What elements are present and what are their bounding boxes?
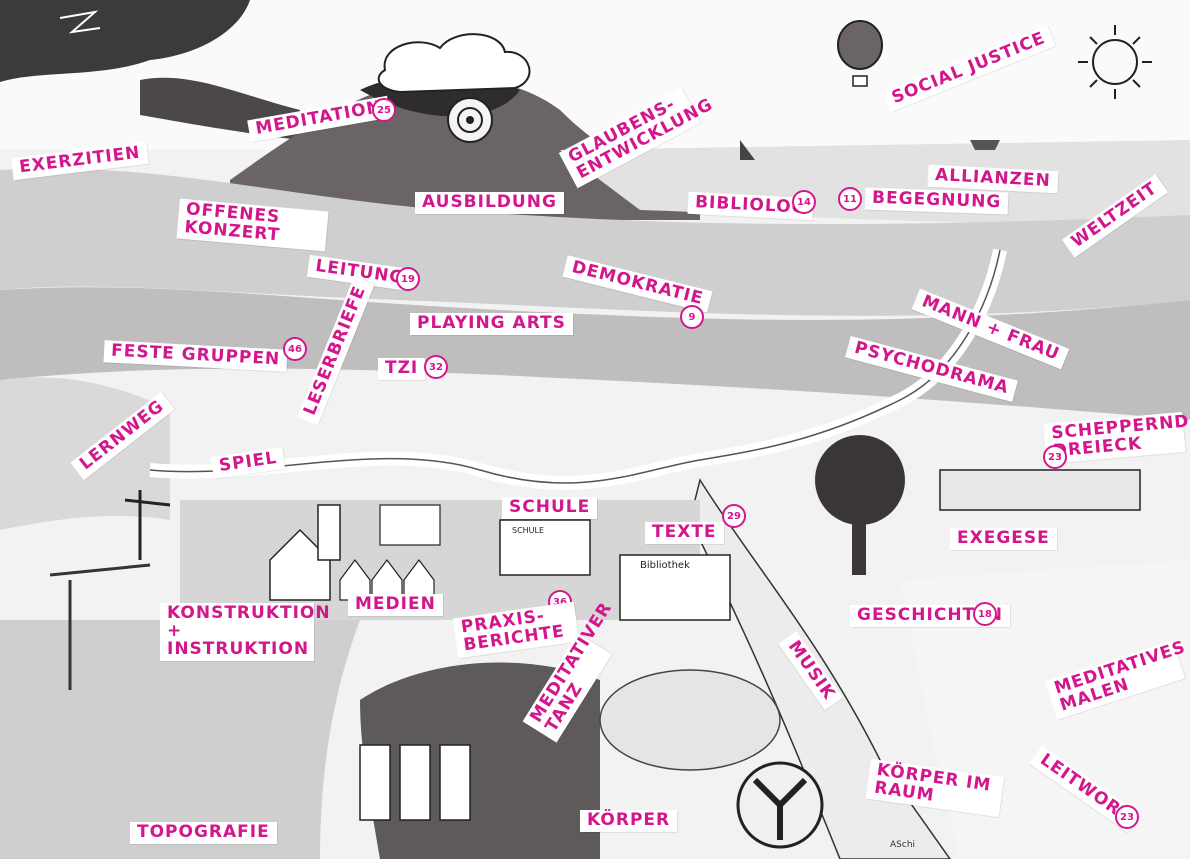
badge-tzi: 32 (424, 355, 448, 379)
badge-leserbriefe: 46 (283, 337, 307, 361)
badge-meditation: 25 (372, 98, 396, 122)
badge-scheppernes-dreieck: 23 (1043, 445, 1067, 469)
label-geschichten[interactable]: GESCHICHTEN (850, 605, 1010, 627)
market-stalls (939, 469, 1141, 511)
banners (359, 744, 471, 821)
label-konstruktion[interactable]: KONSTRUKTION + INSTRUKTION (160, 603, 330, 661)
church-icon (269, 528, 331, 601)
label-texte[interactable]: TEXTE (645, 522, 724, 544)
badge-texte: 29 (722, 504, 746, 528)
field-left (0, 620, 360, 859)
signpost-icon (124, 490, 171, 560)
label-medien[interactable]: MEDIEN (348, 594, 443, 616)
label-playing-arts[interactable]: PLAYING ARTS (410, 313, 573, 335)
badge-leitwort: 23 (1115, 805, 1139, 829)
sailboat-icon (740, 140, 755, 160)
crane-icon (49, 563, 151, 690)
library-sign: Bibliothek (640, 560, 690, 571)
ship-icon (970, 140, 1000, 150)
artist-signature: ASchi (890, 840, 916, 850)
library-building (619, 554, 731, 621)
label-topografie[interactable]: TOPOGRAFIE (130, 822, 277, 844)
label-koerper[interactable]: KÖRPER (580, 810, 678, 832)
tree-icon (815, 435, 905, 525)
dance-circle (599, 669, 781, 771)
sun-icon (1092, 39, 1138, 85)
label-exegese[interactable]: EXEGESE (950, 528, 1057, 550)
badge-bibliolog: 14 (792, 190, 816, 214)
school-sign: SCHULE (512, 526, 544, 535)
hill-band-2 (0, 287, 1190, 420)
balloon-icon (837, 20, 883, 70)
badge-leitung: 19 (396, 267, 420, 291)
storm-cloud (0, 0, 250, 82)
badge-demokratie: 9 (680, 305, 704, 329)
label-tzi[interactable]: TZI (378, 358, 426, 380)
cloud (377, 33, 531, 94)
badge-geschichten: 18 (973, 602, 997, 626)
hill-band-1 (0, 168, 1190, 316)
badge-begegnung: 11 (838, 187, 862, 211)
label-ausbildung[interactable]: AUSBILDUNG (415, 192, 564, 214)
label-schule[interactable]: SCHULE (502, 497, 598, 519)
school-building (499, 519, 591, 576)
lightning-icon (59, 10, 101, 34)
